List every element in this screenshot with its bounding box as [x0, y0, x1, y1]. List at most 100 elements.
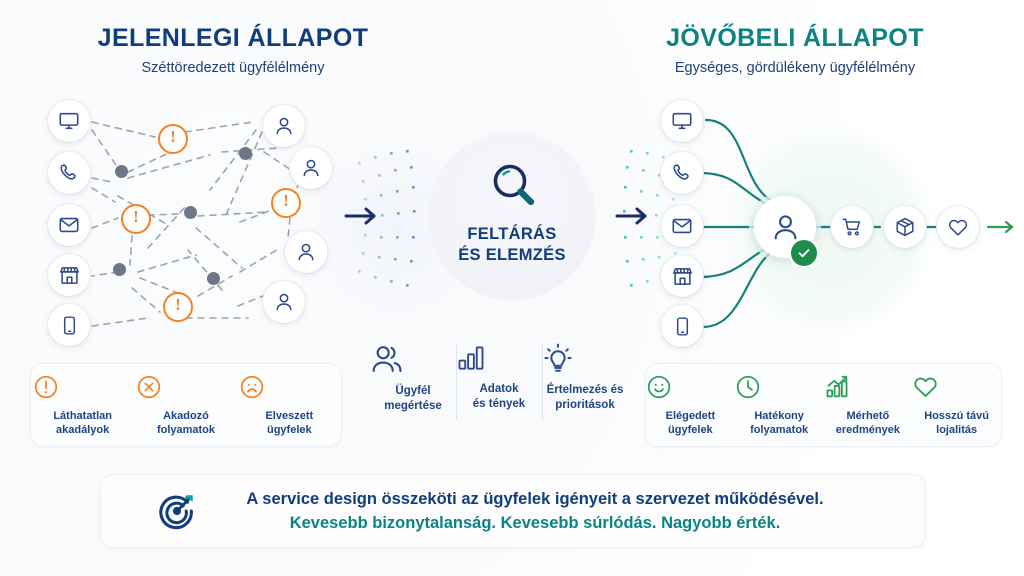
- alert-circle-icon: [34, 375, 57, 398]
- person-icon: [276, 293, 292, 311]
- person-node-4[interactable]: [263, 281, 305, 323]
- right-panel-title: JÖVŐBELI ÁLLAPOT: [666, 24, 924, 52]
- person-icon: [303, 159, 319, 177]
- growth-chart-icon: [826, 375, 847, 398]
- warning-marker[interactable]: !: [163, 292, 193, 322]
- journey-node-cart[interactable]: [831, 206, 873, 248]
- phone-icon: [673, 164, 689, 180]
- future-channel-node-monitor[interactable]: [661, 100, 703, 142]
- summary-banner-text: A service design összeköti az ügyfelek i…: [220, 487, 925, 535]
- future-channel-node-store[interactable]: [661, 255, 703, 297]
- benefit-label-line1: Mérhető: [846, 410, 890, 422]
- benefits-card: Elégedett ügyfelek Hatékony folyamatok M…: [645, 363, 1002, 447]
- benefit-label-line2: ügyfelek: [668, 423, 713, 436]
- journey-connector-lines: [696, 118, 1014, 329]
- left-panel-title: JELENLEGI ÁLLAPOT: [97, 24, 369, 52]
- network-dot: [115, 165, 128, 178]
- benefit-label-line2: eredmények: [835, 424, 900, 436]
- store-icon: [59, 266, 79, 284]
- bar-chart-icon: [458, 346, 484, 370]
- future-channel-node-email[interactable]: [661, 205, 703, 247]
- left-dot-fan-decoration: [358, 150, 416, 287]
- network-dot: [207, 272, 220, 285]
- pain-point-item[interactable]: Elveszett ügyfelek: [239, 374, 339, 437]
- person-node-3[interactable]: [285, 231, 327, 273]
- analysis-step-customer-understanding[interactable]: Ügyfél megértése: [370, 340, 456, 414]
- warning-marker[interactable]: !: [158, 124, 188, 154]
- analysis-step-data-facts[interactable]: Adatok és tények: [456, 340, 542, 420]
- heart-icon: [914, 377, 937, 397]
- channel-node-email[interactable]: [48, 204, 90, 246]
- benefit-label-line2: lojalitás: [936, 424, 978, 436]
- analysis-title-line1: FELTÁRÁS: [467, 225, 557, 243]
- analysis-title-line2: ÉS ELEMZÉS: [458, 246, 566, 264]
- benefit-item[interactable]: Elégedett ügyfelek: [646, 374, 735, 437]
- benefit-label-line1: Elégedett: [665, 409, 716, 422]
- summary-line-primary: A service design összeköti az ügyfelek i…: [246, 490, 824, 508]
- pain-points-card: Láthatatlan akadályok Akadozó folyamatok…: [30, 363, 342, 447]
- check-icon: [798, 249, 810, 258]
- channel-node-store[interactable]: [48, 254, 90, 296]
- benefit-label-line1: Hosszú távú: [924, 410, 990, 422]
- analysis-step-label-line1: Ügyfél: [395, 385, 431, 397]
- future-channel-node-mobile[interactable]: [661, 305, 703, 347]
- smile-face-icon: [647, 375, 671, 398]
- person-icon: [774, 214, 796, 239]
- monitor-icon: [672, 112, 692, 130]
- warning-marker[interactable]: !: [121, 204, 151, 234]
- benefit-item[interactable]: Hosszú távú lojalitás: [912, 373, 1001, 437]
- pain-point-item[interactable]: Láthatatlan akadályok: [33, 374, 133, 437]
- magnifier-icon: [493, 164, 535, 206]
- left-panel-subtitle: Széttöredezett ügyfélélmény: [141, 60, 325, 76]
- mobile-icon: [63, 315, 75, 335]
- analysis-step-label-line2: és tények: [472, 398, 526, 410]
- benefit-item[interactable]: Hatékony folyamatok: [735, 374, 824, 437]
- right-panel-heading: JÖVŐBELI ÁLLAPOT Egységes, gördülékeny ü…: [590, 26, 1000, 76]
- check-badge-icon: [791, 240, 817, 266]
- person-node-2[interactable]: [290, 147, 332, 189]
- monitor-icon: [59, 112, 79, 130]
- person-node-1[interactable]: [263, 105, 305, 147]
- arrow-right-icon: [615, 207, 647, 225]
- summary-banner: A service design összeköti az ügyfelek i…: [100, 474, 926, 548]
- analysis-circle: [428, 132, 596, 300]
- journey-node-box[interactable]: [884, 206, 926, 248]
- cart-icon: [842, 218, 861, 236]
- x-circle-icon: [137, 375, 161, 398]
- store-icon: [672, 267, 692, 285]
- analysis-step-label-line1: Adatok: [479, 383, 519, 395]
- network-dot: [113, 263, 126, 276]
- analysis-step-label-line1: Értelmezés és: [546, 384, 624, 396]
- benefit-label-line1: Hatékony: [754, 409, 804, 422]
- channel-node-phone[interactable]: [48, 152, 90, 194]
- right-panel-subtitle: Egységes, gördülékeny ügyfélélmény: [674, 60, 916, 76]
- journey-node-heart[interactable]: [937, 206, 979, 248]
- arrow-right-icon: [344, 207, 376, 225]
- channel-node-monitor[interactable]: [48, 100, 90, 142]
- benefit-label-line2: folyamatok: [750, 423, 809, 436]
- target-dart-icon: [159, 495, 193, 530]
- pain-point-label-line2: akadályok: [56, 423, 110, 436]
- envelope-icon: [59, 217, 79, 233]
- left-panel-heading: JELENLEGI ÁLLAPOT Széttöredezett ügyfélé…: [28, 26, 438, 76]
- benefit-item[interactable]: Mérhető eredmények: [824, 373, 913, 437]
- pain-point-label-line1: Láthatatlan: [53, 409, 112, 422]
- analysis-steps: Ügyfél megértése Adatok és tények Érte: [368, 340, 630, 444]
- transition-arrow-right: [615, 205, 651, 227]
- channel-node-mobile[interactable]: [48, 304, 90, 346]
- analysis-step-label-line2: prioritások: [555, 399, 615, 411]
- future-channel-node-phone[interactable]: [661, 152, 703, 194]
- magnifier-wrapper: [488, 160, 540, 212]
- envelope-icon: [672, 218, 692, 234]
- pain-point-item[interactable]: Akadozó folyamatok: [136, 374, 236, 437]
- network-dot: [239, 147, 252, 160]
- phone-icon: [60, 164, 76, 180]
- pain-point-label-line1: Akadozó: [163, 409, 209, 422]
- warning-marker[interactable]: !: [271, 188, 301, 218]
- heart-icon: [948, 219, 968, 236]
- summary-line-secondary: Kevesebb bizonytalanság. Kevesebb súrlód…: [289, 514, 781, 532]
- person-icon: [298, 243, 314, 261]
- analysis-step-interpretation[interactable]: Értelmezés és prioritások: [542, 340, 628, 420]
- box-icon: [896, 217, 914, 237]
